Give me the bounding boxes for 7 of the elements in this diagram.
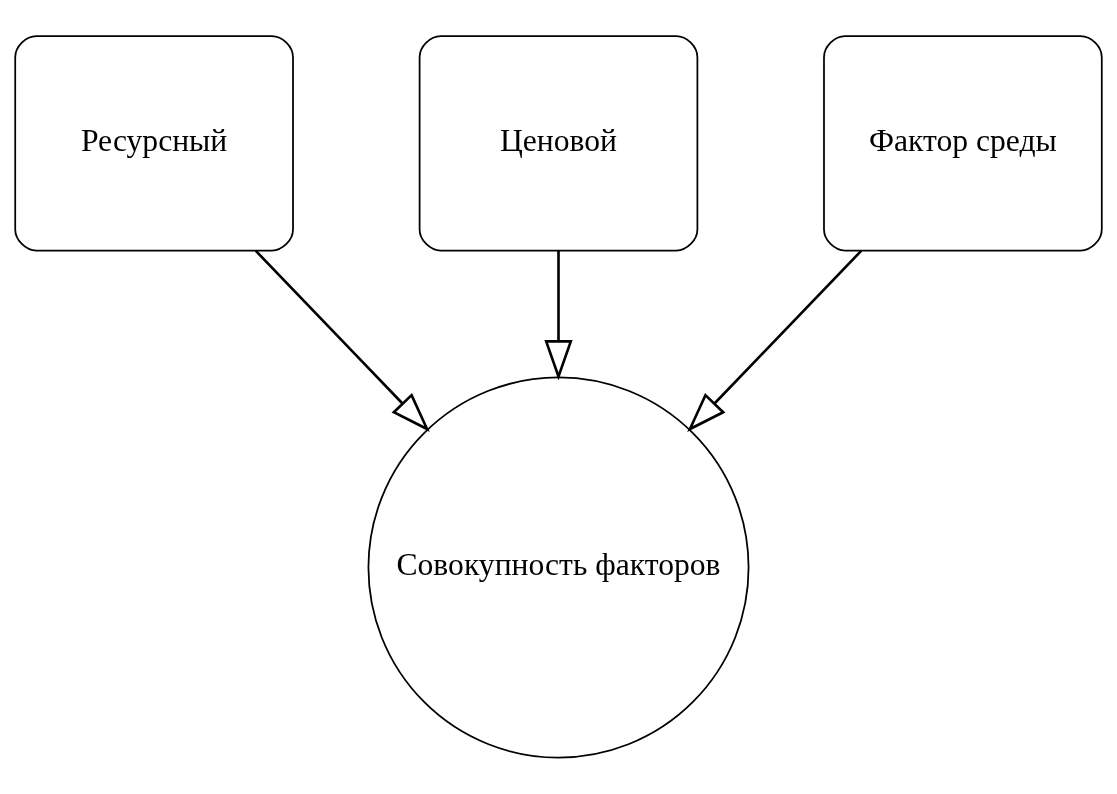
- arrow: [687, 249, 863, 432]
- arrow: [254, 249, 430, 432]
- node-box: Ресурсный: [14, 35, 294, 252]
- node-circle: Совокупность факторов: [367, 376, 750, 759]
- node-box: Ценовой: [418, 35, 699, 252]
- node-box: Фактор среды: [823, 35, 1103, 252]
- arrow: [544, 250, 573, 381]
